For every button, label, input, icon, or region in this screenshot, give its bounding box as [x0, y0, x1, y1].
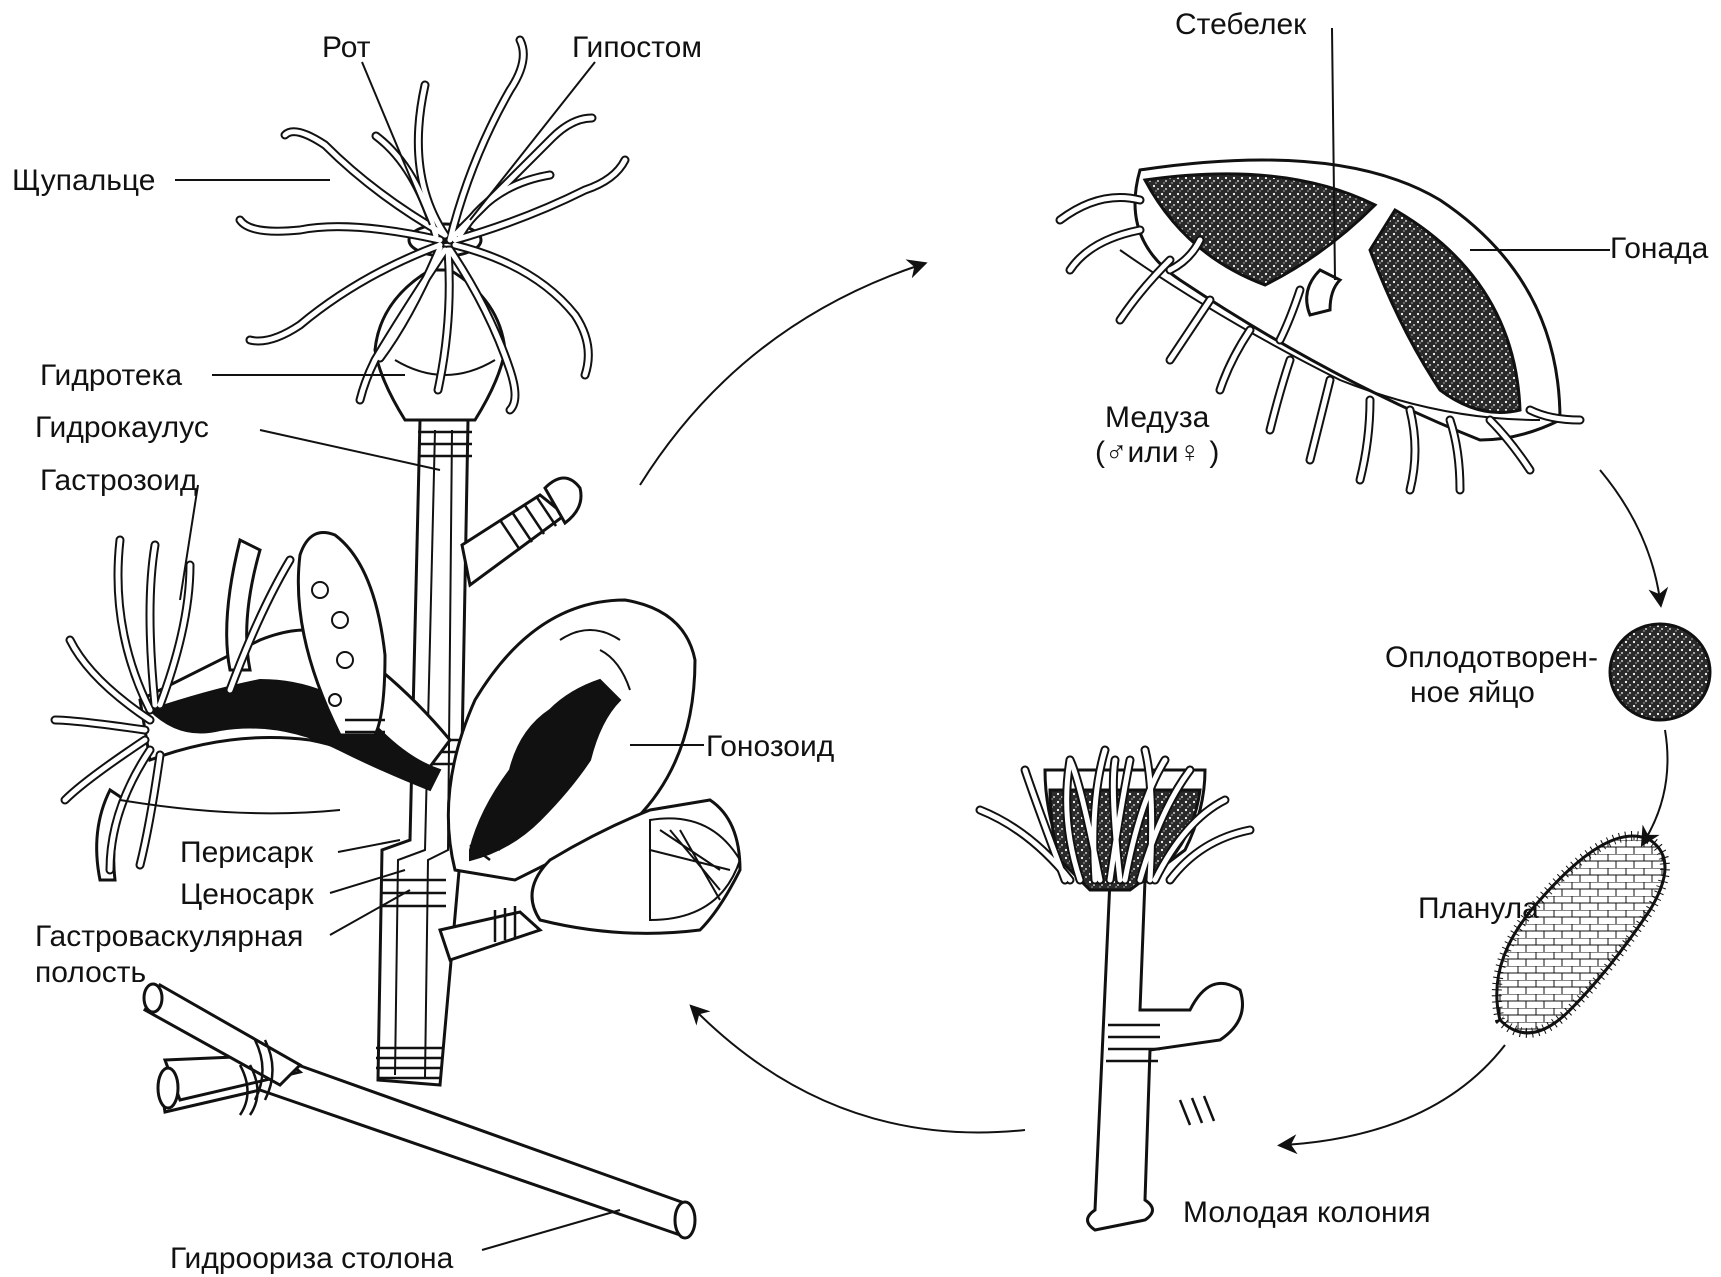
fertilized-egg — [1610, 624, 1710, 720]
label-hydrotheca: Гидротека — [40, 359, 182, 392]
label-mouth: Рот — [322, 31, 371, 64]
label-hydrocaulus: Гидрокаулус — [35, 411, 209, 444]
young-colony — [980, 750, 1250, 1230]
label-gonozooid: Гонозоид — [706, 730, 834, 763]
arrow-colony-to-medusa — [640, 265, 920, 485]
label-stalk: Стебелек — [1175, 8, 1307, 41]
label-gastrovascular-1: Гастроваскулярная — [35, 920, 303, 953]
label-gonad: Гонада — [1610, 232, 1709, 265]
gastrozooid — [55, 540, 450, 880]
young-colony-tentacles — [980, 750, 1250, 880]
planula — [1497, 836, 1665, 1033]
label-gastrovascular-2: полость — [35, 956, 146, 989]
arrow-planula-to-young-colony — [1285, 1045, 1505, 1145]
label-coenosarc: Ценосарк — [180, 878, 314, 911]
label-medusa-sex: (♂или♀ ) — [1095, 436, 1219, 469]
arrow-medusa-to-egg — [1600, 470, 1660, 600]
label-egg-2: ное яйцо — [1410, 676, 1535, 709]
arrow-egg-to-planula — [1645, 730, 1668, 840]
label-egg-1: Оплодотворен- — [1385, 641, 1598, 674]
label-medusa: Медуза — [1105, 401, 1210, 434]
label-hydrorhiza: Гидроориза столона — [170, 1242, 454, 1275]
label-hypostome: Гипостом — [572, 31, 702, 64]
label-young-colony: Молодая колония — [1183, 1196, 1431, 1229]
label-perisarc: Перисарк — [180, 836, 314, 869]
arrow-young-colony-to-colony — [695, 1010, 1025, 1133]
label-tentacle: Щупальце — [12, 164, 155, 197]
label-gastrozooid: Гастрозоид — [40, 464, 197, 497]
label-planula: Планула — [1418, 892, 1539, 925]
